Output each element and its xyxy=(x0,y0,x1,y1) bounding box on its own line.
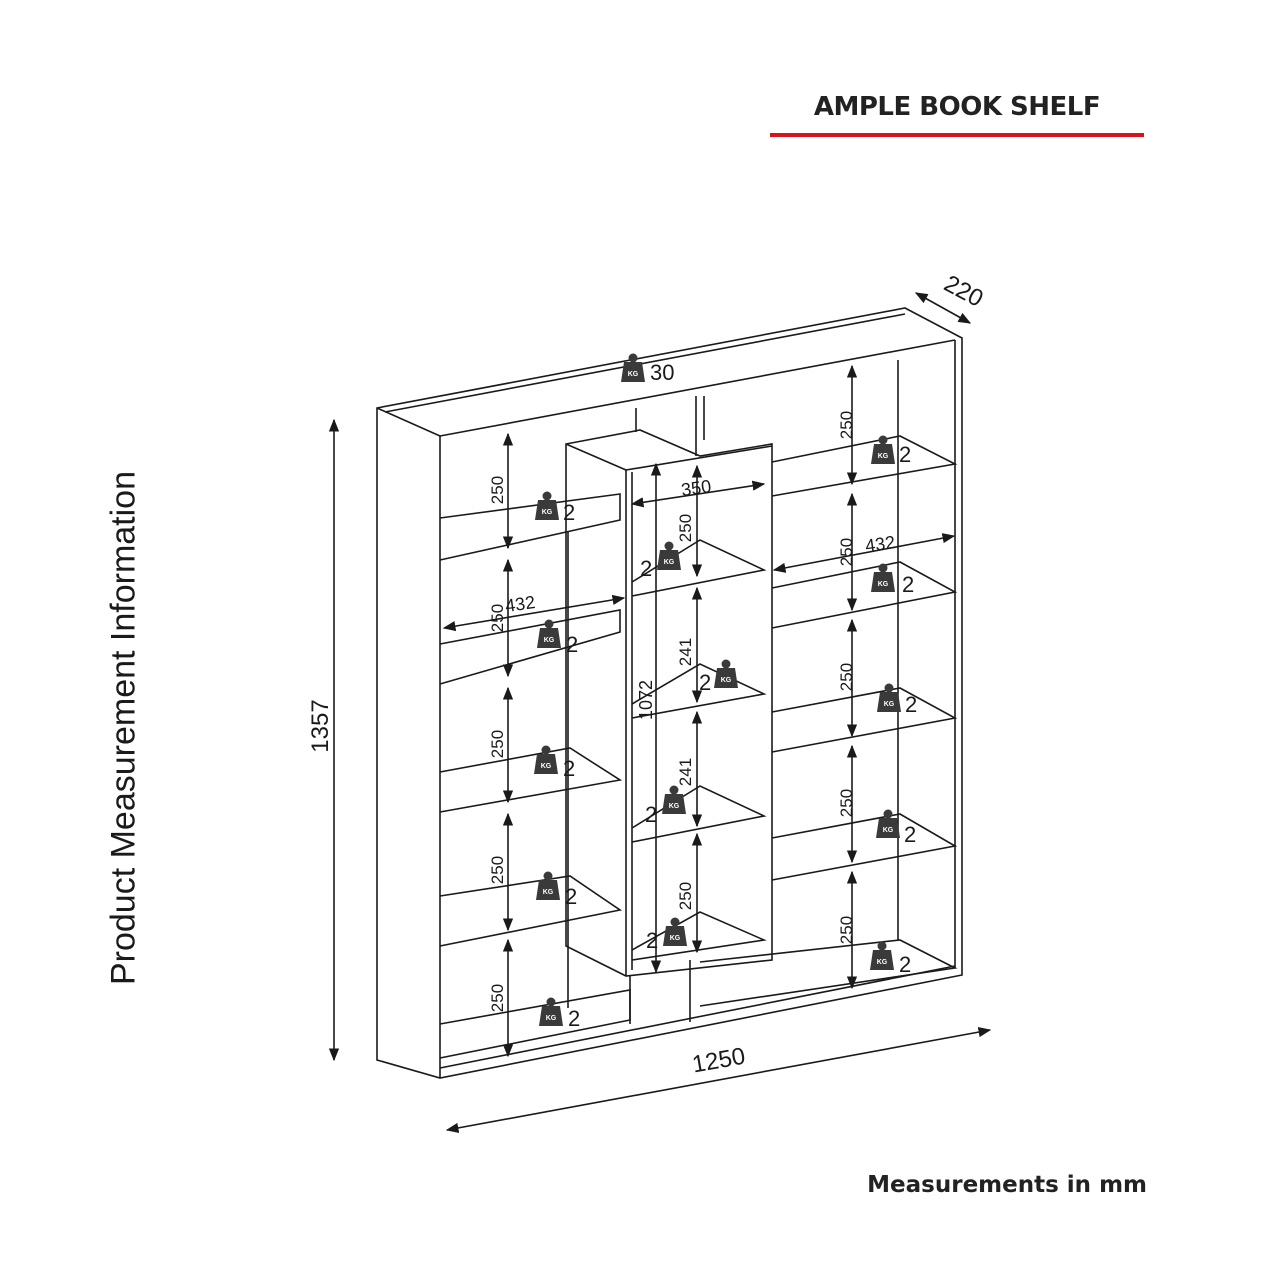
load-marker-right: 2 xyxy=(877,683,917,717)
page-title: AMPLE BOOK SHELF xyxy=(813,92,1101,122)
right-shelf-height: 250 xyxy=(837,538,856,566)
load-marker-center: 2 xyxy=(699,659,738,695)
load-marker-right: 2 xyxy=(870,941,911,977)
kg-weight-icon xyxy=(534,745,558,774)
right-shelf-height: 250 xyxy=(837,411,856,439)
load-value: 2 xyxy=(902,572,914,597)
left-width-label: 432 xyxy=(504,592,537,616)
load-marker-right: 2 xyxy=(871,563,914,597)
left-shelf-height: 250 xyxy=(488,984,507,1012)
right-shelf-height: 250 xyxy=(837,789,856,817)
kg-weight-icon xyxy=(662,785,686,814)
load-value: 2 xyxy=(568,1006,580,1031)
load-value: 2 xyxy=(646,928,658,953)
footnote: Measurements in mm xyxy=(867,1172,1147,1198)
title-underline xyxy=(770,133,1144,137)
load-marker-left: 2 xyxy=(537,619,578,657)
load-value: 2 xyxy=(566,632,578,657)
kg-weight-icon xyxy=(870,941,894,970)
width-label: 1250 xyxy=(690,1043,747,1079)
kg-weight-icon xyxy=(876,809,900,838)
kg-weight-icon xyxy=(657,541,681,570)
center-shelf-height: 250 xyxy=(676,514,695,542)
kg-weight-icon xyxy=(539,997,563,1026)
right-width-label: 432 xyxy=(864,532,897,556)
load-value: 2 xyxy=(905,692,917,717)
load-marker-left: 2 xyxy=(535,491,575,525)
load-marker-right: 2 xyxy=(876,809,916,847)
load-value: 2 xyxy=(904,822,916,847)
left-shelf-height: 250 xyxy=(488,476,507,504)
left-shelf-height: 250 xyxy=(488,856,507,884)
dimension-lines xyxy=(328,292,992,1133)
width-arrow xyxy=(445,1027,992,1133)
center-shelf-height: 241 xyxy=(676,638,695,666)
right-shelf-height: 250 xyxy=(837,663,856,691)
load-marker-left: 2 xyxy=(539,997,580,1031)
load-marker-right: 2 xyxy=(871,435,911,467)
load-value: 30 xyxy=(650,360,674,385)
kg-weight-icon xyxy=(535,491,559,520)
left-shelf-height: 250 xyxy=(488,604,507,632)
inner-column-height-label: 1072 xyxy=(636,680,656,720)
load-value: 2 xyxy=(563,756,575,781)
load-markers: 30 2 2 2 2 2 2 2 2 2 2 2 2 2 2 xyxy=(534,353,917,1031)
load-marker-top: 30 xyxy=(621,353,674,385)
load-value: 2 xyxy=(565,884,577,909)
center-width-label: 350 xyxy=(680,476,713,500)
kg-weight-icon xyxy=(714,659,738,688)
height-label: 1357 xyxy=(307,699,334,752)
load-value: 2 xyxy=(899,952,911,977)
right-shelves xyxy=(699,360,958,1007)
load-value: 2 xyxy=(699,670,711,695)
depth-arrow xyxy=(914,292,972,324)
left-shelves xyxy=(439,493,631,1059)
load-marker-center: 2 xyxy=(645,785,686,827)
load-value: 2 xyxy=(645,802,657,827)
load-marker-left: 2 xyxy=(536,871,577,909)
left-shelf-height: 250 xyxy=(488,730,507,758)
kg-weight-icon xyxy=(871,435,895,464)
depth-label: 220 xyxy=(940,270,988,313)
right-shelf-height: 250 xyxy=(837,916,856,944)
center-shelf-height: 250 xyxy=(676,882,695,910)
load-value: 2 xyxy=(563,500,575,525)
load-value: 2 xyxy=(640,556,652,581)
kg-weight-icon xyxy=(536,871,560,900)
center-shelf-height: 241 xyxy=(676,758,695,786)
load-marker-center: 2 xyxy=(640,541,681,581)
load-marker-center: 2 xyxy=(646,917,687,953)
load-value: 2 xyxy=(899,442,911,467)
kg-weight-icon xyxy=(537,619,561,648)
load-marker-left: 2 xyxy=(534,745,575,781)
